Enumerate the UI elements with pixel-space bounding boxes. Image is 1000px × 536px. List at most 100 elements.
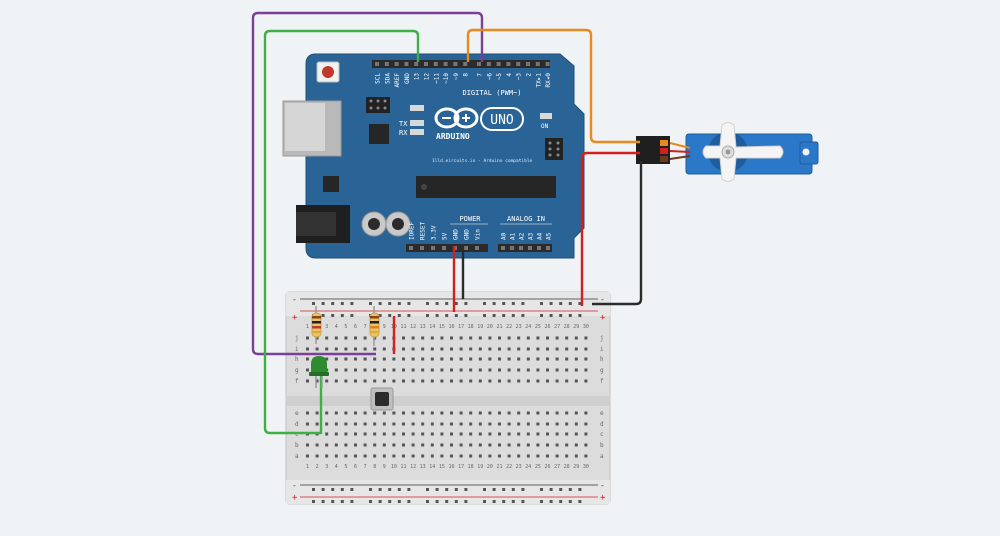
rail-hole[interactable] — [540, 500, 543, 503]
terminal-hole[interactable] — [315, 443, 319, 447]
rail-hole[interactable] — [312, 302, 315, 305]
terminal-hole[interactable] — [402, 411, 405, 415]
rail-hole[interactable] — [559, 500, 563, 503]
terminal-hole[interactable] — [450, 357, 453, 361]
analog-pin-hole[interactable] — [510, 246, 514, 250]
terminal-hole[interactable] — [306, 454, 309, 458]
terminal-hole[interactable] — [478, 432, 482, 436]
rail-hole[interactable] — [397, 302, 401, 305]
digital-pin-hole[interactable] — [463, 62, 468, 66]
terminal-hole[interactable] — [517, 347, 521, 351]
rail-hole[interactable] — [540, 314, 543, 317]
terminal-hole[interactable] — [411, 347, 415, 351]
terminal-hole[interactable] — [526, 379, 530, 383]
rail-hole[interactable] — [502, 500, 506, 503]
rail-hole[interactable] — [578, 314, 582, 317]
terminal-hole[interactable] — [325, 411, 329, 415]
terminal-hole[interactable] — [469, 379, 473, 383]
terminal-hole[interactable] — [584, 347, 588, 351]
terminal-hole[interactable] — [459, 357, 463, 361]
terminal-hole[interactable] — [334, 336, 338, 340]
terminal-hole[interactable] — [459, 411, 463, 415]
terminal-hole[interactable] — [526, 411, 530, 415]
rail-hole[interactable] — [502, 302, 506, 305]
terminal-hole[interactable] — [459, 422, 463, 426]
terminal-hole[interactable] — [469, 357, 473, 361]
terminal-hole[interactable] — [440, 422, 444, 426]
terminal-hole[interactable] — [373, 368, 377, 372]
terminal-hole[interactable] — [526, 443, 530, 447]
rail-hole[interactable] — [464, 500, 468, 503]
terminal-hole[interactable] — [325, 379, 329, 383]
terminal-hole[interactable] — [565, 422, 569, 426]
digital-pin-hole[interactable] — [424, 62, 428, 66]
terminal-hole[interactable] — [325, 347, 329, 351]
terminal-hole[interactable] — [498, 368, 501, 372]
terminal-hole[interactable] — [469, 411, 473, 415]
terminal-hole[interactable] — [517, 379, 521, 383]
terminal-hole[interactable] — [334, 411, 338, 415]
terminal-hole[interactable] — [478, 454, 482, 458]
terminal-hole[interactable] — [363, 347, 367, 351]
rail-hole[interactable] — [369, 302, 372, 305]
terminal-hole[interactable] — [344, 357, 348, 361]
terminal-hole[interactable] — [574, 422, 578, 426]
rail-hole[interactable] — [511, 314, 515, 317]
rail-hole[interactable] — [388, 488, 392, 491]
terminal-hole[interactable] — [354, 443, 357, 447]
terminal-hole[interactable] — [555, 454, 559, 458]
terminal-hole[interactable] — [440, 368, 444, 372]
terminal-hole[interactable] — [450, 422, 453, 426]
terminal-hole[interactable] — [430, 443, 434, 447]
rail-hole[interactable] — [511, 302, 515, 305]
terminal-hole[interactable] — [488, 432, 492, 436]
terminal-hole[interactable] — [363, 422, 367, 426]
terminal-hole[interactable] — [536, 336, 540, 340]
terminal-hole[interactable] — [565, 347, 569, 351]
terminal-hole[interactable] — [488, 357, 492, 361]
terminal-hole[interactable] — [469, 432, 473, 436]
rail-hole[interactable] — [568, 314, 572, 317]
terminal-hole[interactable] — [546, 411, 549, 415]
terminal-hole[interactable] — [363, 432, 367, 436]
terminal-hole[interactable] — [306, 379, 309, 383]
terminal-hole[interactable] — [373, 432, 377, 436]
terminal-hole[interactable] — [555, 336, 559, 340]
terminal-hole[interactable] — [373, 411, 377, 415]
digital-pin-hole[interactable] — [506, 62, 511, 66]
terminal-hole[interactable] — [488, 336, 492, 340]
terminal-hole[interactable] — [584, 379, 588, 383]
terminal-hole[interactable] — [555, 443, 559, 447]
terminal-hole[interactable] — [536, 432, 540, 436]
terminal-hole[interactable] — [440, 411, 444, 415]
terminal-hole[interactable] — [315, 411, 319, 415]
rail-hole[interactable] — [521, 488, 525, 491]
rail-hole[interactable] — [426, 500, 429, 503]
black-servo-wire[interactable] — [592, 161, 643, 306]
terminal-hole[interactable] — [536, 347, 540, 351]
terminal-hole[interactable] — [478, 422, 482, 426]
digital-pin-hole[interactable] — [496, 62, 501, 66]
terminal-hole[interactable] — [382, 368, 386, 372]
terminal-hole[interactable] — [555, 368, 559, 372]
digital-pin-hole[interactable] — [414, 62, 419, 66]
digital-pin-hole[interactable] — [535, 62, 540, 66]
terminal-hole[interactable] — [450, 379, 453, 383]
terminal-hole[interactable] — [507, 454, 511, 458]
rail-hole[interactable] — [388, 314, 392, 317]
terminal-hole[interactable] — [325, 454, 329, 458]
terminal-hole[interactable] — [430, 454, 434, 458]
terminal-hole[interactable] — [430, 368, 434, 372]
terminal-hole[interactable] — [574, 454, 578, 458]
terminal-hole[interactable] — [306, 411, 309, 415]
rail-hole[interactable] — [407, 314, 411, 317]
rail-hole[interactable] — [407, 488, 411, 491]
terminal-hole[interactable] — [536, 443, 540, 447]
terminal-hole[interactable] — [325, 336, 329, 340]
terminal-hole[interactable] — [459, 336, 463, 340]
terminal-hole[interactable] — [373, 454, 377, 458]
terminal-hole[interactable] — [392, 357, 396, 361]
power-pin-hole[interactable] — [442, 246, 446, 250]
terminal-hole[interactable] — [354, 336, 357, 340]
terminal-hole[interactable] — [315, 379, 319, 383]
